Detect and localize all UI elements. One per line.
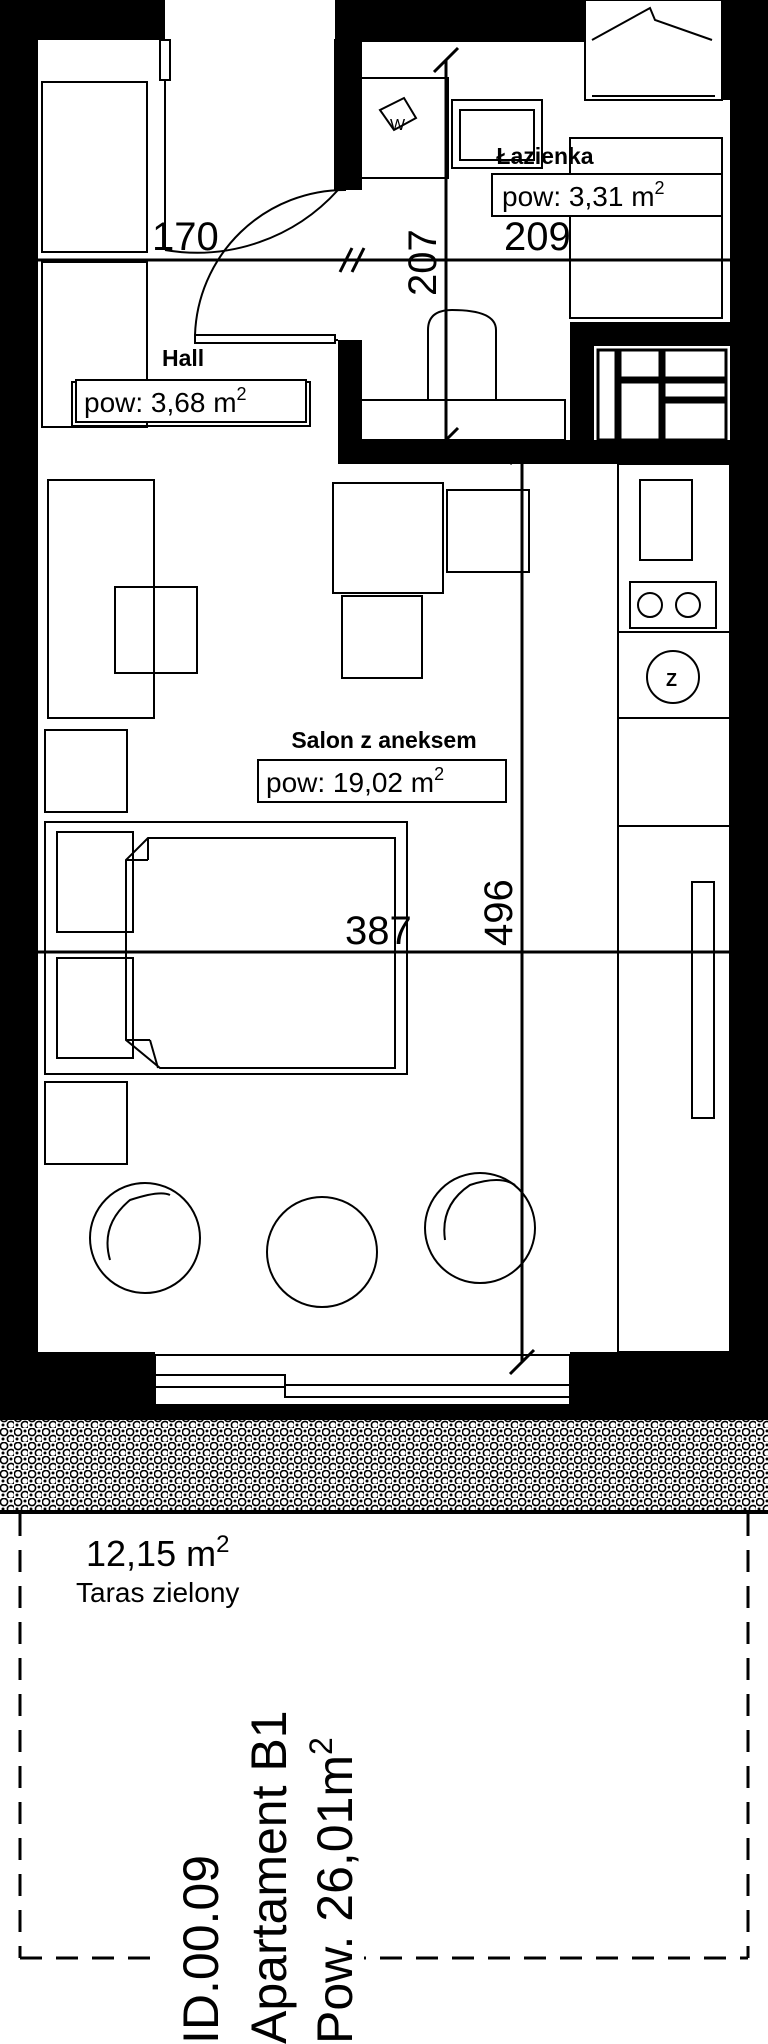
dimension-lines bbox=[22, 46, 746, 1376]
terrace-door bbox=[154, 1354, 571, 1406]
wardrobe-upper bbox=[41, 81, 148, 253]
round-seats bbox=[89, 1172, 536, 1308]
dim-bath-width: 209 bbox=[504, 215, 571, 259]
washer-icon: W bbox=[378, 96, 418, 134]
lazienka-area: pow: 3,31 m2 bbox=[502, 178, 665, 212]
chair bbox=[341, 595, 423, 679]
shower bbox=[569, 137, 723, 319]
sofa bbox=[47, 479, 155, 719]
desk bbox=[332, 482, 444, 594]
washer bbox=[359, 77, 449, 179]
apartment-id: ID.00.09 bbox=[173, 1855, 229, 2044]
left-outer-wall bbox=[0, 0, 38, 1420]
top-wall-left bbox=[0, 0, 165, 40]
terrace-name: Taras zielony bbox=[76, 1577, 239, 1608]
terrace-outline bbox=[18, 1514, 750, 1960]
dim-salon-depth: 496 bbox=[477, 879, 521, 946]
toilet bbox=[427, 308, 497, 400]
label-lazienka: Łazienka pow: 3,31 m2 bbox=[491, 143, 723, 217]
svg-text:Z: Z bbox=[666, 670, 677, 690]
walls bbox=[0, 0, 768, 1420]
hall-area-box bbox=[75, 379, 307, 423]
sink bbox=[451, 99, 543, 169]
dim-hall-width: 170 bbox=[152, 215, 219, 259]
top-wall-right bbox=[722, 0, 768, 100]
lazienka-name: Łazienka bbox=[496, 143, 593, 169]
dim-hall-depth: 207 bbox=[401, 229, 445, 296]
apartment-area: Pow. 26,01m2 bbox=[303, 1737, 363, 2044]
nightstand-top bbox=[44, 729, 128, 813]
label-salon: Salon z aneksem pow: 19,02 m2 bbox=[257, 727, 507, 803]
svg-text:W: W bbox=[390, 117, 406, 134]
bathroom-door bbox=[194, 189, 346, 344]
salon-name: Salon z aneksem bbox=[291, 727, 476, 753]
top-wall-mid bbox=[335, 0, 585, 42]
hall-area: pow: 3,68 m2 bbox=[84, 384, 247, 418]
apartment-label-box bbox=[218, 1630, 364, 2044]
oven bbox=[639, 479, 693, 561]
salon-area-box bbox=[257, 759, 507, 803]
salon-furniture bbox=[44, 479, 536, 1308]
desk-cabinet bbox=[446, 489, 530, 573]
apartment-name: Apartament B1 bbox=[241, 1710, 297, 2044]
seat-3 bbox=[424, 1172, 536, 1284]
closet-top-wall bbox=[570, 322, 730, 346]
closet-shelves bbox=[596, 348, 728, 442]
seat-2 bbox=[266, 1196, 378, 1308]
lazienka-area-box bbox=[491, 173, 723, 217]
bottom-wall-strip bbox=[0, 1405, 768, 1420]
terrace-gravel bbox=[0, 1420, 768, 1512]
dim-salon-width: 387 bbox=[345, 909, 412, 953]
label-hall: Hall pow: 3,68 m2 bbox=[75, 345, 307, 423]
bathroom-fixtures: W bbox=[359, 77, 723, 441]
nightstand-bottom bbox=[44, 1081, 128, 1165]
cooktop bbox=[629, 581, 717, 629]
kitchenette: Z bbox=[617, 463, 731, 1353]
fridge-handle bbox=[691, 881, 715, 1119]
bed bbox=[44, 821, 408, 1075]
right-outer-wall bbox=[730, 0, 768, 1420]
entrance-door bbox=[159, 39, 346, 254]
bath-bottom-wall bbox=[338, 440, 730, 464]
kitchen-sink bbox=[646, 650, 700, 704]
hall-name: Hall bbox=[162, 345, 204, 371]
side-table bbox=[114, 586, 198, 674]
seat-1 bbox=[89, 1182, 201, 1294]
salon-area: pow: 19,02 m2 bbox=[266, 764, 444, 798]
top-window bbox=[584, 0, 723, 101]
terrace-area: 12,15 m2 bbox=[86, 1531, 229, 1574]
